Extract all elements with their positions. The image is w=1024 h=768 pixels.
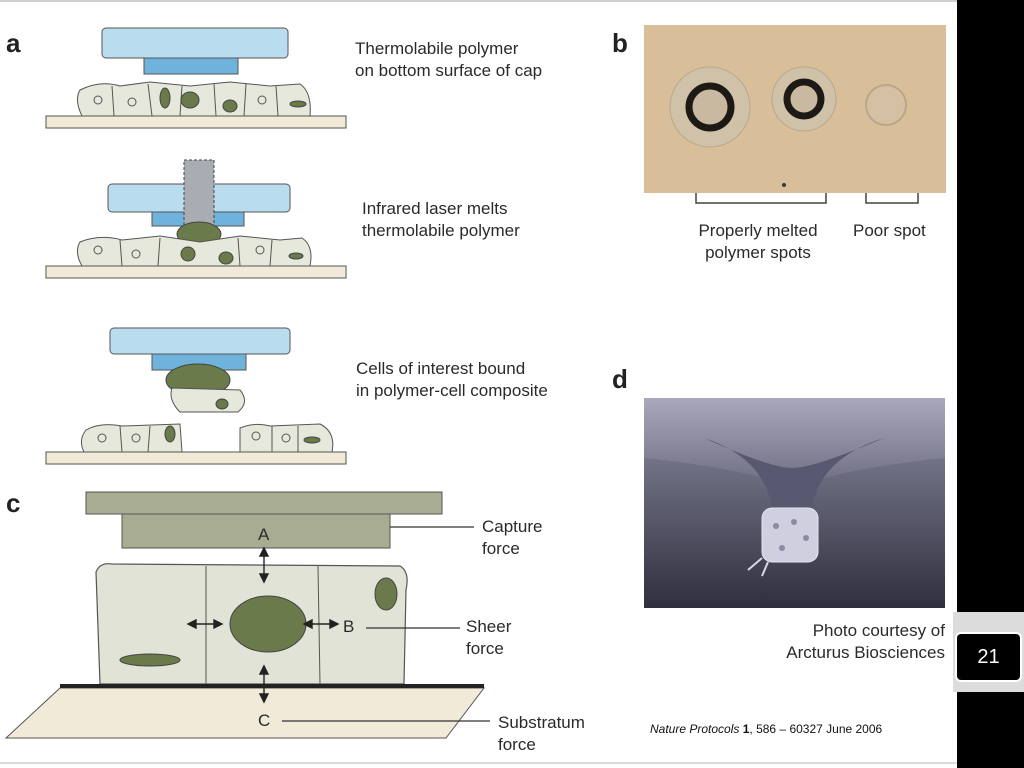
panel-d-letter: d [612, 364, 628, 394]
photo-credit-line2: Arcturus Biosciences [786, 643, 945, 662]
label-C: C [258, 711, 271, 730]
panel-a-letter: a [6, 28, 21, 58]
step1-label-line1: Thermolabile polymer [355, 39, 519, 58]
good-spots-line2: polymer spots [705, 243, 811, 262]
step2-label: Infrared laser melts thermolabile polyme… [362, 198, 520, 242]
panel-c-diagram [4, 491, 490, 739]
step2-label-line2: thermolabile polymer [362, 221, 520, 240]
label-A: A [258, 525, 270, 544]
panel-a-diagram [45, 27, 347, 465]
capture-force-line1: Capture [482, 517, 543, 536]
step3-label: Cells of interest bound in polymer-cell … [356, 358, 548, 402]
substratum-force-label: Substratum force [498, 712, 585, 756]
top-divider [0, 0, 957, 2]
step3-label-line2: in polymer-cell composite [356, 381, 548, 400]
sheer-force-line1: Sheer [466, 617, 512, 636]
good-spots-label: Properly melted polymer spots [696, 220, 820, 264]
label-B: B [343, 617, 355, 636]
panel-d-photo [644, 398, 945, 608]
panel-b-letter: b [612, 28, 628, 58]
step2-illustration [45, 159, 347, 279]
sheer-force-line2: force [466, 639, 504, 658]
citation: Nature Protocols 1, 586 – 60327 June 200… [650, 722, 882, 736]
page-number-badge: 21 [955, 632, 1022, 682]
panel-c-letter: c [6, 488, 21, 518]
photo-credit-line1: Photo courtesy of [812, 621, 945, 640]
bottom-divider [0, 762, 957, 764]
photo-credit: Photo courtesy of Arcturus Biosciences [745, 620, 945, 664]
panel-b-brackets [695, 193, 919, 204]
substratum-force-line2: force [498, 735, 536, 754]
poor-spot-label: Poor spot [853, 221, 926, 240]
good-spots-line1: Properly melted [698, 221, 818, 240]
citation-rest: , 586 – 60327 June 2006 [749, 722, 883, 736]
substratum-force-line1: Substratum [498, 713, 585, 732]
capture-force-line2: force [482, 539, 520, 558]
step1-label-line2: on bottom surface of cap [355, 61, 543, 80]
capture-force-label: Capture force [482, 516, 542, 560]
step3-label-line1: Cells of interest bound [356, 359, 526, 378]
citation-volume: 1 [742, 722, 750, 736]
step1-illustration [45, 27, 347, 129]
step1-label: Thermolabile polymer on bottom surface o… [355, 38, 542, 82]
sheer-force-label: Sheer force [466, 616, 511, 660]
step3-illustration [45, 327, 347, 465]
panel-b-photo [644, 25, 946, 193]
citation-journal: Nature Protocols [650, 722, 740, 736]
step2-label-line1: Infrared laser melts [362, 199, 508, 218]
